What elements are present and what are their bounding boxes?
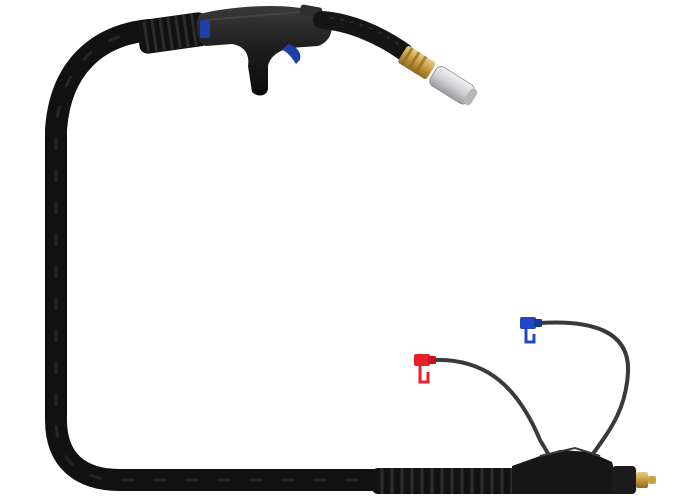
handle-strain-relief bbox=[137, 12, 209, 54]
rear-strain-relief bbox=[372, 468, 522, 494]
torch-handle bbox=[196, 4, 332, 96]
blue-coolant-connector bbox=[520, 317, 542, 344]
brass-connector bbox=[398, 46, 436, 79]
red-coolant-connector bbox=[414, 354, 436, 384]
torch-neck bbox=[313, 11, 413, 61]
main-hose bbox=[45, 19, 391, 491]
trigger-icon bbox=[282, 44, 301, 64]
brass-plug bbox=[636, 472, 648, 488]
handle-blue-ring bbox=[200, 20, 210, 38]
contact-nozzle bbox=[429, 66, 478, 106]
coolant-lines bbox=[430, 320, 631, 462]
central-connector-housing bbox=[512, 446, 656, 494]
